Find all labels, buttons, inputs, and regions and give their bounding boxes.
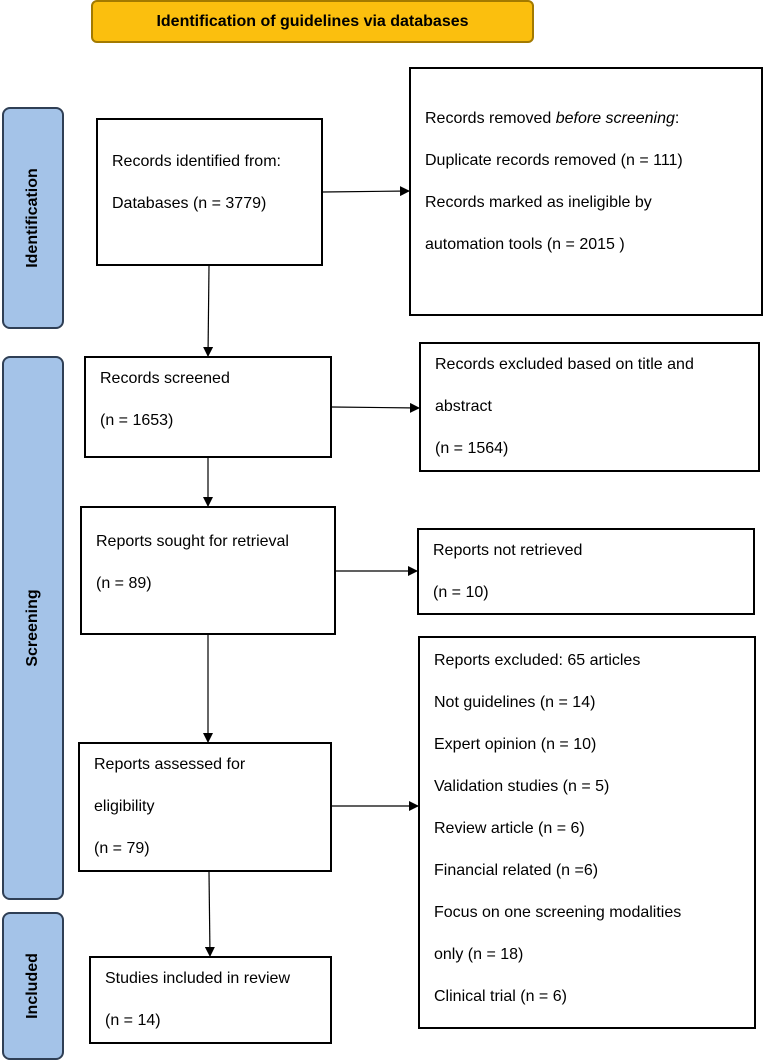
reports-sought-box: Reports sought for retrieval (n = 89) <box>80 506 336 635</box>
arrow-identified-to-screened <box>203 265 214 357</box>
reports-assessed-line: eligibility <box>94 798 155 815</box>
title-suffix: : <box>674 110 680 127</box>
reports-sought-line: Reports sought for retrieval <box>96 533 289 550</box>
reports-assessed-box: Reports assessed for eligibility (n = 79… <box>78 742 332 872</box>
reports-not-retrieved-line: (n = 10) <box>433 584 489 601</box>
studies-included-line: Studies included in review <box>105 970 290 987</box>
title-prefix: Records removed <box>425 110 556 127</box>
reports-excluded-line: Expert opinion (n = 10) <box>434 736 597 753</box>
reports-excluded-line: Financial related (n =6) <box>434 862 599 879</box>
records-identified-line: Records identified from: <box>112 153 281 170</box>
phase-identification: Identification <box>2 107 64 329</box>
studies-included-line: (n = 14) <box>105 1012 161 1029</box>
records-removed-title: Records removed before screening: <box>425 98 747 140</box>
records-screened-box: Records screened (n = 1653) <box>84 356 332 458</box>
reports-excluded-line: Validation studies (n = 5) <box>434 778 610 795</box>
title-italic: before screening <box>555 110 675 127</box>
studies-included-box: Studies included in review (n = 14) <box>89 956 332 1044</box>
arrow-screened-to-excluded <box>331 402 420 413</box>
arrow-assessed-to-included <box>204 871 215 957</box>
reports-sought-line: (n = 89) <box>96 575 152 592</box>
records-removed-line: Duplicate records removed (n = 111) <box>425 152 683 169</box>
reports-excluded-line: Reports excluded: 65 articles <box>434 652 641 669</box>
records-excluded-box: Records excluded based on title and abst… <box>419 342 760 472</box>
reports-assessed-line: (n = 79) <box>94 840 150 857</box>
reports-excluded-line: Review article (n = 6) <box>434 820 585 837</box>
records-removed-line: automation tools (n = 2015 ) <box>425 236 625 253</box>
diagram-title: Identification of guidelines via databas… <box>91 0 534 43</box>
phase-screening: Screening <box>2 356 64 900</box>
records-identified-box: Records identified from: Databases (n = … <box>96 118 323 266</box>
reports-assessed-line: Reports assessed for <box>94 756 246 773</box>
records-excluded-line: (n = 1564) <box>435 440 509 457</box>
reports-not-retrieved-box: Reports not retrieved (n = 10) <box>417 528 755 615</box>
records-screened-line: Records screened <box>100 370 230 387</box>
reports-not-retrieved-line: Reports not retrieved <box>433 542 583 559</box>
phase-included: Included <box>2 912 64 1060</box>
reports-excluded-line: Focus on one screening modalities <box>434 904 682 921</box>
records-removed-line: Records marked as ineligible by <box>425 194 652 211</box>
records-excluded-line: abstract <box>435 398 492 415</box>
records-identified-line: Databases (n = 3779) <box>112 195 267 212</box>
arrow-identified-to-removed <box>322 186 410 197</box>
reports-excluded-line: only (n = 18) <box>434 946 524 963</box>
records-screened-line: (n = 1653) <box>100 412 174 429</box>
reports-excluded-line: Not guidelines (n = 14) <box>434 694 596 711</box>
records-excluded-line: Records excluded based on title and <box>435 356 694 373</box>
records-removed-box: Records removed before screening: Duplic… <box>409 67 763 316</box>
reports-excluded-box: Reports excluded: 65 articles Not guidel… <box>418 636 756 1029</box>
reports-excluded-line: Clinical trial (n = 6) <box>434 988 567 1005</box>
